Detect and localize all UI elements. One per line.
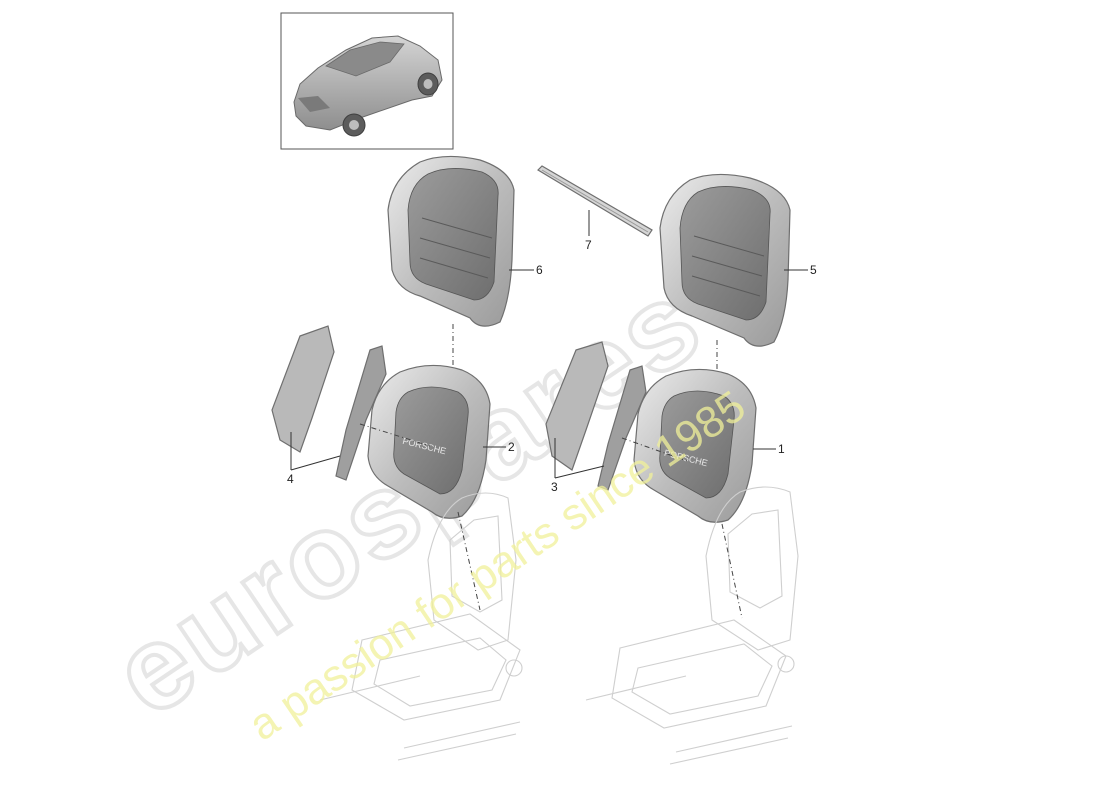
seat-cover-icon <box>387 155 515 327</box>
callouts: 6 5 7 2 1 4 3 <box>287 238 817 494</box>
seat-frame-icon <box>585 486 799 765</box>
callout-2: 2 <box>508 440 515 454</box>
callout-5: 5 <box>810 263 817 277</box>
assembly-lines <box>359 324 743 619</box>
seat-cover-icon: PORSCHE <box>633 368 757 523</box>
seat-cover-icon <box>659 173 791 347</box>
seat-cover-icon: PORSCHE <box>367 364 491 519</box>
trim-strip-icon <box>537 165 653 237</box>
callout-1: 1 <box>778 442 785 456</box>
callout-6: 6 <box>536 263 543 277</box>
callout-leaders <box>290 210 808 479</box>
callout-4: 4 <box>287 472 294 486</box>
callout-3: 3 <box>551 480 558 494</box>
callout-7: 7 <box>585 238 592 252</box>
car-thumbnail <box>280 12 454 150</box>
side-panel-icon <box>271 325 387 481</box>
car-thumbnail-icon <box>293 35 443 137</box>
side-panel-icon <box>545 341 647 491</box>
seat-frame-icon <box>319 492 523 761</box>
